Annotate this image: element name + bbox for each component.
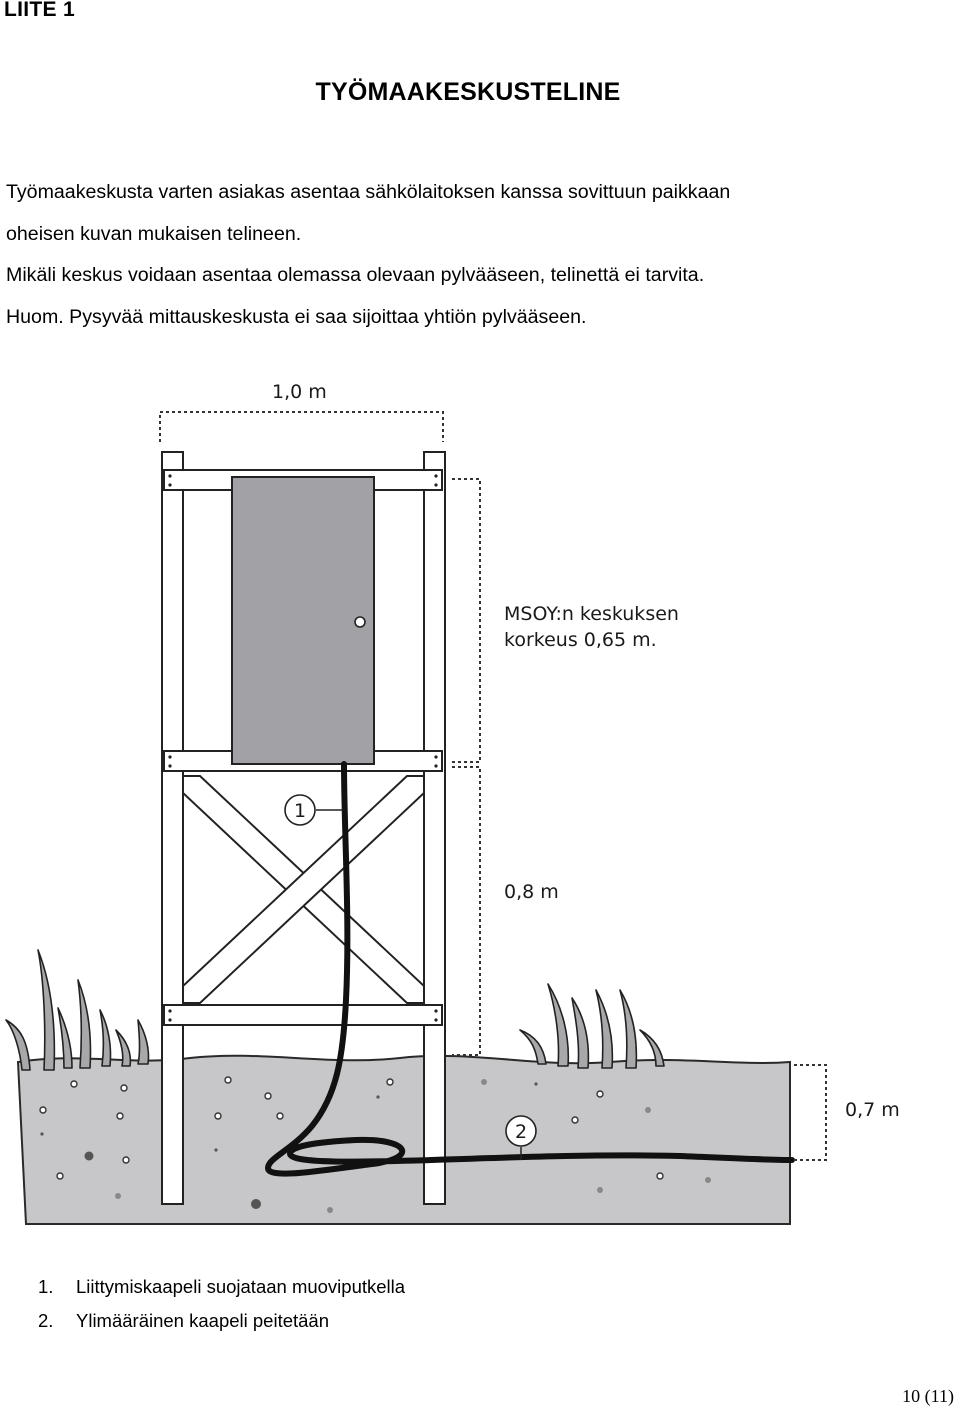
legend-number: 1. <box>38 1276 54 1297</box>
dimension-lines <box>159 411 827 1161</box>
stand-height-label: 0,8 m <box>504 881 559 903</box>
plank-screws <box>168 474 438 1022</box>
width-label: 1,0 m <box>272 381 327 403</box>
legend-item: 1. Liittymiskaapeli suojataan muoviputke… <box>38 1270 405 1304</box>
ground <box>16 1054 791 1225</box>
paragraph-line: Huom. Pysyvää mittauskeskusta ei saa sij… <box>6 305 587 328</box>
stand-diagram: 1 2 1,0 m MSOY:n keskuksen korkeus 0,65 … <box>5 381 900 1225</box>
figure-legend: 1. Liittymiskaapeli suojataan muoviputke… <box>38 1270 405 1338</box>
cabinet-lock-icon <box>354 616 366 628</box>
legend-item: 2. Ylimääräinen kaapeli peitetään <box>38 1304 405 1338</box>
center-height-label-line2: korkeus 0,65 m. <box>504 629 657 651</box>
paragraph-line: Mikäli keskus voidaan asentaa olemassa o… <box>6 264 705 286</box>
paragraph-line: Työmaakeskusta varten asiakas asentaa sä… <box>6 181 731 203</box>
marker-1-label: 1 <box>294 800 306 822</box>
connection-cable <box>265 761 795 1177</box>
legend-text: Liittymiskaapeli suojataan muoviputkella <box>76 1276 406 1297</box>
soil-dots <box>40 1079 711 1213</box>
paragraph-line: oheisen kuvan mukaisen telineen. <box>6 222 302 245</box>
appendix-label: LIITE 1 <box>4 0 75 21</box>
page-number: 10 (11) <box>902 1386 954 1406</box>
page-title: TYÖMAAKESKUSTELINE <box>315 78 621 106</box>
legend-number: 2. <box>38 1310 54 1331</box>
soil-stones <box>39 1076 664 1180</box>
marker-1: 1 <box>284 794 343 826</box>
legend-text: Ylimääräinen kaapeli peitetään <box>76 1310 330 1331</box>
intro-paragraph: Työmaakeskusta varten asiakas asentaa sä… <box>6 172 946 338</box>
marker-2-label: 2 <box>515 1121 527 1143</box>
electrical-center-cabinet <box>231 476 375 765</box>
grass-left <box>5 949 150 1071</box>
grass-right <box>519 983 665 1069</box>
depth-label: 0,7 m <box>845 1099 900 1121</box>
marker-2: 2 <box>505 1115 537 1160</box>
center-height-label-line1: MSOY:n keskuksen <box>504 603 679 625</box>
